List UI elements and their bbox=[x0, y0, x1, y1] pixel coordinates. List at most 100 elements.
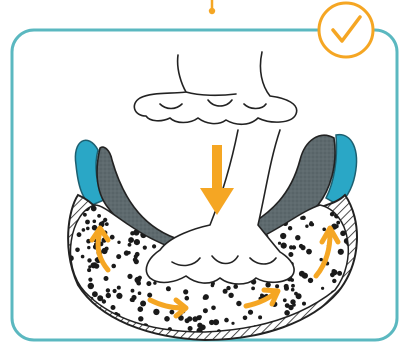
bead bbox=[88, 278, 92, 282]
bead bbox=[91, 206, 97, 212]
bead bbox=[138, 291, 142, 295]
bead bbox=[102, 299, 106, 303]
bead bbox=[188, 326, 193, 331]
bead bbox=[152, 244, 156, 248]
bead bbox=[275, 284, 279, 288]
bead bbox=[87, 268, 91, 272]
bead bbox=[131, 289, 135, 293]
bead bbox=[224, 318, 229, 323]
bead bbox=[337, 271, 342, 276]
bead bbox=[301, 216, 305, 220]
bead bbox=[288, 226, 292, 230]
bead bbox=[336, 221, 340, 225]
bead bbox=[166, 286, 171, 291]
bead bbox=[140, 301, 146, 307]
bead bbox=[92, 291, 98, 297]
bead bbox=[231, 322, 234, 325]
bead bbox=[223, 289, 228, 294]
bead bbox=[203, 294, 209, 300]
bead bbox=[320, 258, 323, 261]
bead bbox=[299, 271, 305, 277]
bead bbox=[258, 315, 262, 319]
bead bbox=[116, 293, 122, 299]
bead bbox=[113, 289, 117, 293]
bead bbox=[87, 246, 90, 249]
check-badge-circle bbox=[319, 3, 373, 57]
bead bbox=[332, 270, 338, 276]
bead bbox=[322, 228, 326, 232]
bead bbox=[86, 227, 90, 231]
bead bbox=[153, 309, 159, 315]
bead bbox=[306, 249, 312, 255]
bead bbox=[106, 288, 110, 292]
bead bbox=[97, 214, 101, 218]
bead bbox=[81, 255, 85, 259]
bead bbox=[340, 231, 346, 237]
bead bbox=[289, 245, 293, 249]
bead bbox=[243, 316, 248, 321]
bead bbox=[292, 303, 296, 307]
bead bbox=[236, 301, 241, 306]
bead bbox=[338, 249, 344, 255]
bead bbox=[321, 287, 324, 290]
bead bbox=[251, 287, 255, 291]
bead bbox=[104, 276, 109, 281]
bead bbox=[170, 310, 175, 315]
bead bbox=[130, 231, 134, 235]
bead bbox=[117, 286, 121, 290]
bead bbox=[85, 220, 90, 225]
bead bbox=[127, 251, 130, 254]
bead bbox=[192, 316, 198, 322]
bead bbox=[82, 228, 86, 232]
connector-dot bbox=[209, 8, 215, 14]
bead bbox=[106, 293, 111, 298]
check-badge bbox=[319, 3, 373, 57]
bead bbox=[200, 326, 204, 330]
bead bbox=[183, 289, 188, 294]
bead bbox=[95, 258, 98, 261]
bead bbox=[310, 223, 314, 227]
bead bbox=[164, 316, 170, 322]
bead bbox=[88, 283, 94, 289]
bead bbox=[291, 288, 295, 292]
bead bbox=[77, 232, 82, 237]
bead bbox=[105, 247, 109, 251]
bead bbox=[138, 316, 143, 321]
bead bbox=[146, 281, 151, 286]
bead bbox=[305, 225, 308, 228]
bead bbox=[233, 284, 238, 289]
bead bbox=[288, 252, 293, 257]
bead bbox=[75, 248, 80, 253]
bead bbox=[138, 306, 144, 312]
bead bbox=[105, 222, 109, 226]
bead bbox=[283, 298, 287, 302]
bead bbox=[296, 293, 302, 299]
bead bbox=[117, 241, 120, 244]
bead bbox=[111, 264, 116, 269]
bead bbox=[332, 279, 336, 283]
bead bbox=[335, 224, 339, 228]
bead bbox=[198, 315, 202, 319]
bead bbox=[87, 258, 91, 262]
bead bbox=[127, 274, 132, 279]
bead bbox=[281, 243, 287, 249]
bead bbox=[147, 293, 152, 298]
bead bbox=[203, 308, 208, 313]
bead bbox=[94, 263, 99, 268]
bead bbox=[295, 235, 300, 240]
bead bbox=[308, 278, 313, 283]
bead bbox=[284, 286, 289, 291]
bead bbox=[280, 233, 286, 239]
bead bbox=[302, 302, 306, 306]
bead bbox=[185, 296, 190, 301]
bead bbox=[138, 276, 142, 280]
bead bbox=[93, 220, 97, 224]
bead bbox=[131, 295, 136, 300]
bead bbox=[228, 293, 233, 298]
bead bbox=[278, 242, 281, 245]
bead bbox=[291, 284, 295, 288]
bead bbox=[134, 239, 140, 245]
bead bbox=[128, 243, 132, 247]
